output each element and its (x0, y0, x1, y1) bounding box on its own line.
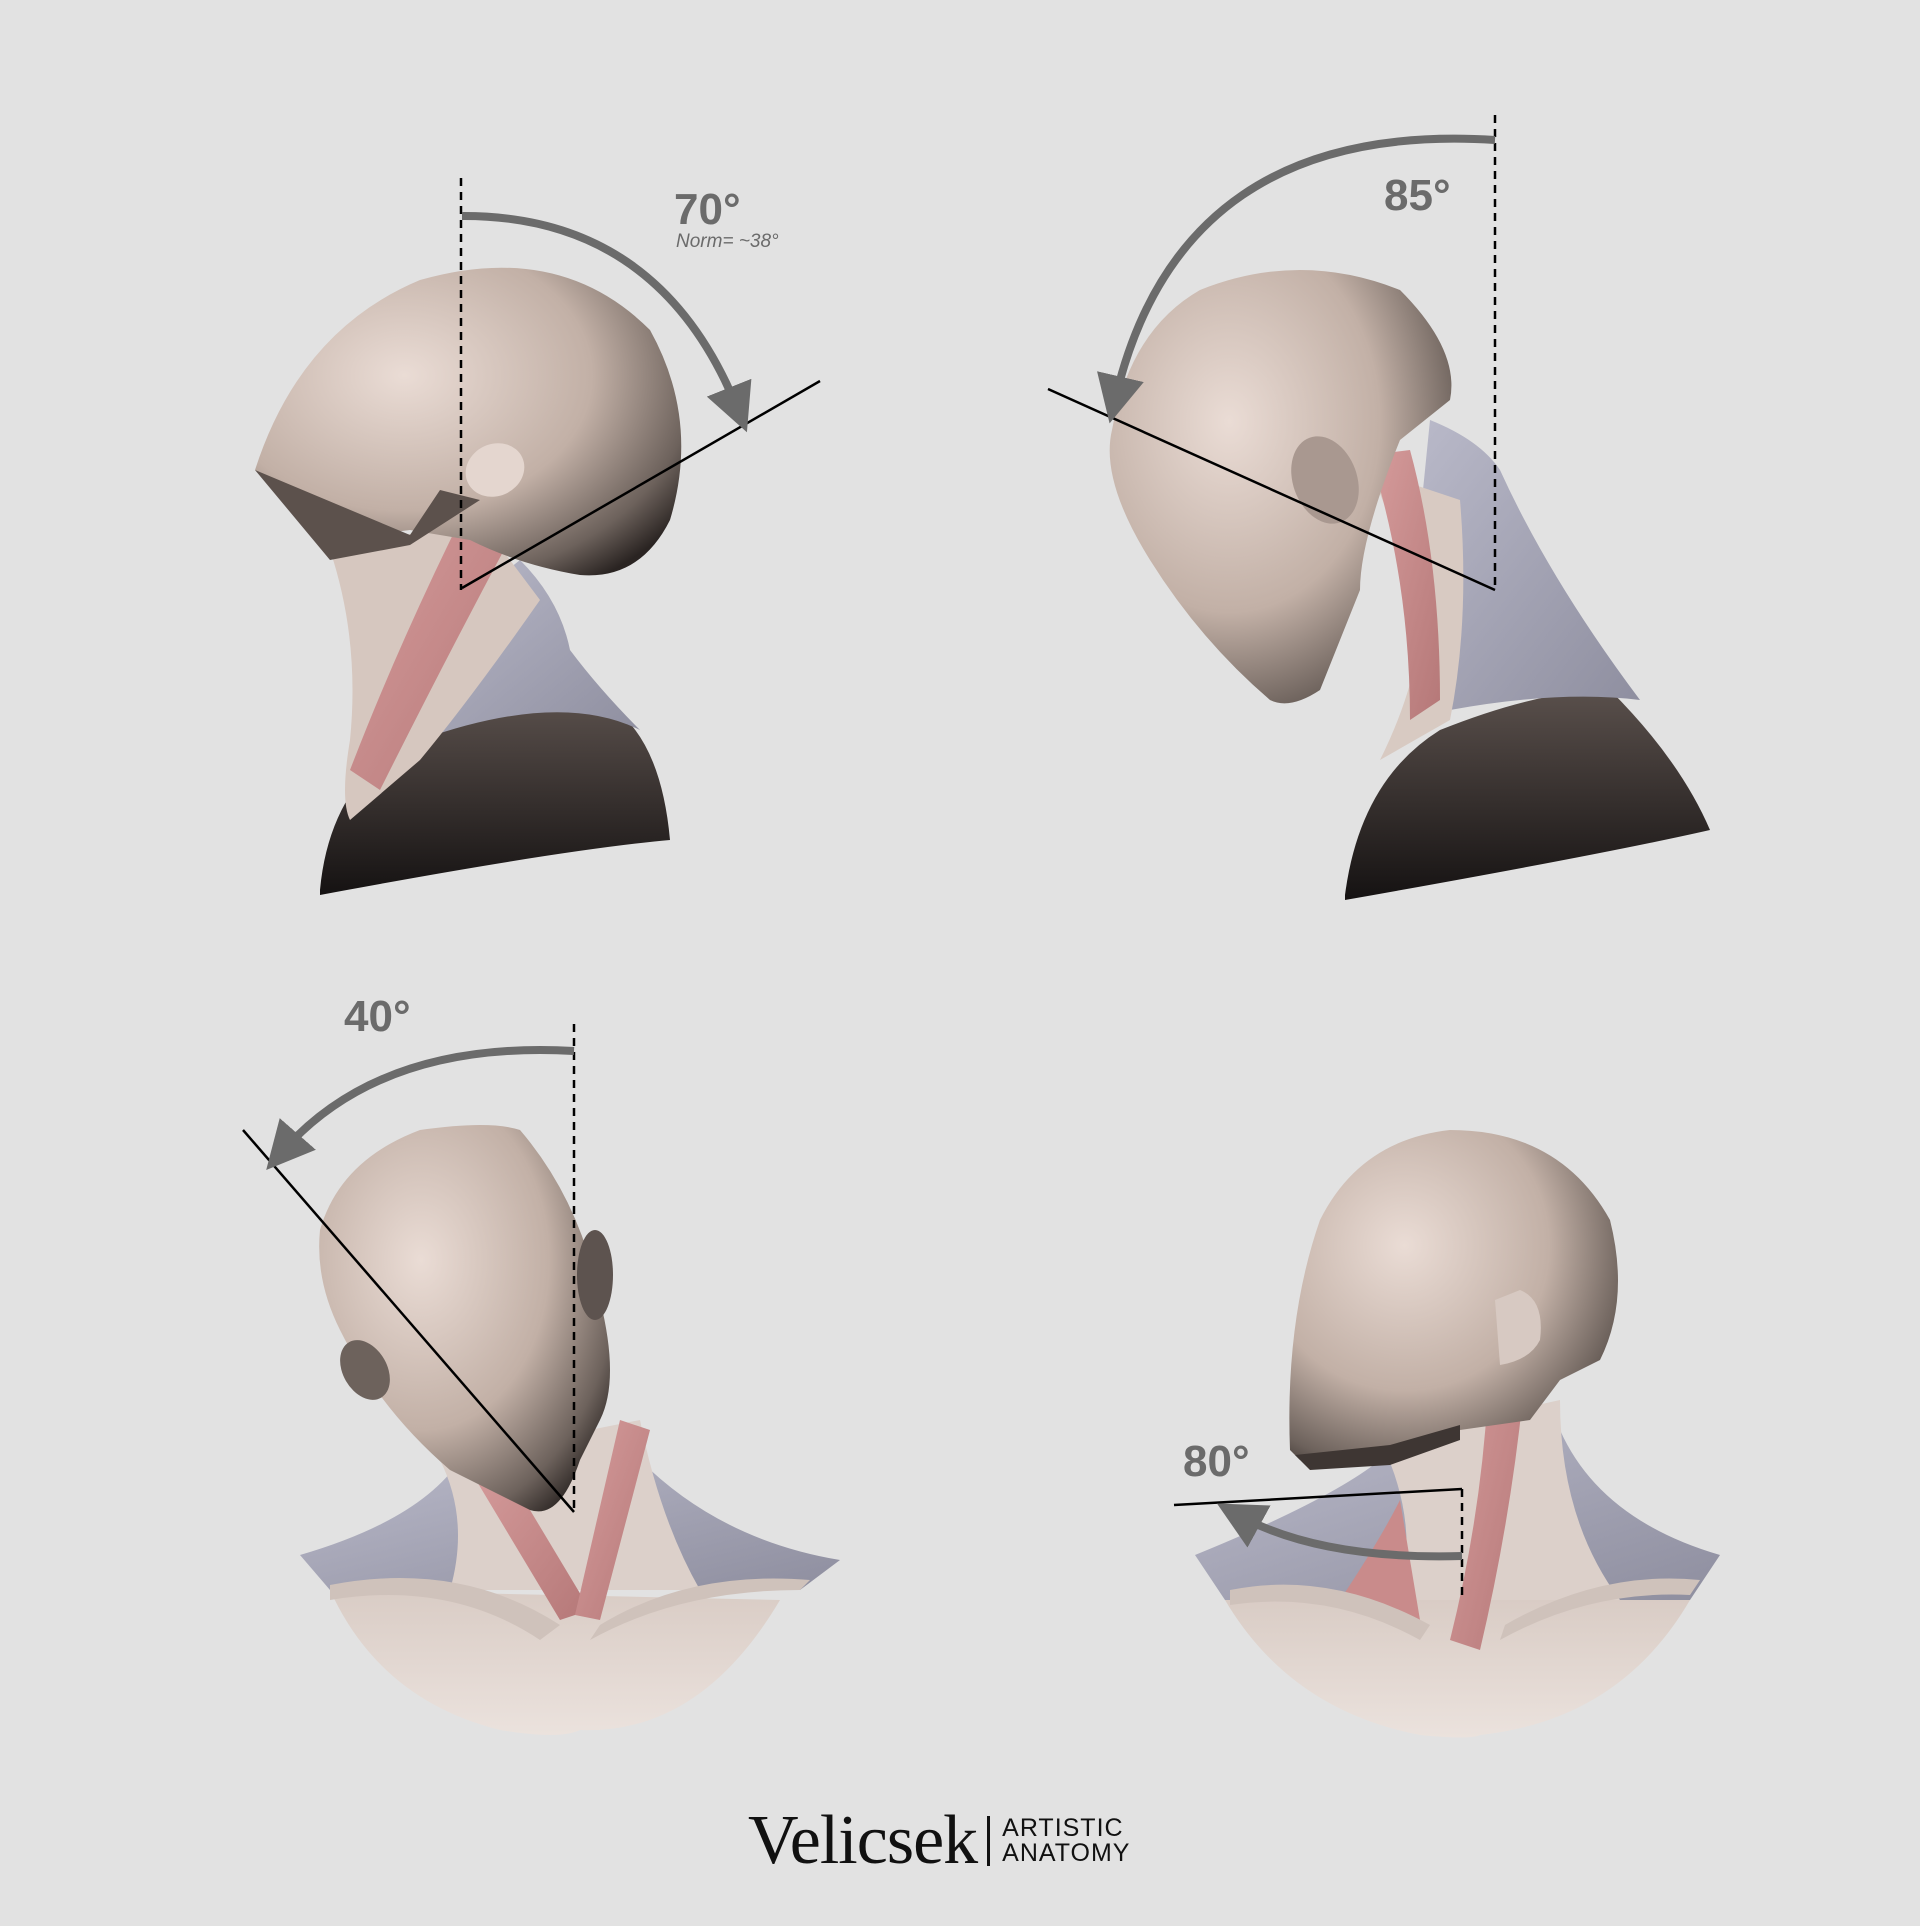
scm-muscle (575, 1420, 650, 1620)
clavicle-shape (590, 1578, 810, 1640)
scm-muscle (470, 1460, 590, 1620)
angle-label-lateral-flexion: 40° (344, 992, 411, 1041)
scm-muscle (350, 500, 520, 790)
head-axis-line (242, 1129, 575, 1513)
figure-neck-rotation (1195, 1130, 1720, 1738)
clavicle-shape (1230, 1584, 1430, 1640)
face-plane (255, 470, 480, 560)
ear-shape (340, 1340, 390, 1400)
ear-shape (1495, 1290, 1541, 1365)
angle-label-extension: 70° (674, 185, 741, 234)
skull-shape (1109, 270, 1452, 704)
brand-subtitle: ARTISTIC ANATOMY (1002, 1816, 1130, 1866)
rotation-arrow (1097, 134, 1496, 424)
angle-guides-rotation (1173, 1487, 1464, 1595)
chest-shape (330, 1590, 780, 1735)
brand-name: Velicsek (748, 1802, 978, 1879)
angle-guides-extension (459, 178, 821, 590)
ear-shape (1291, 436, 1359, 524)
clavicle-shape (1500, 1578, 1700, 1640)
skull-shape (1289, 1130, 1618, 1460)
clavicle-shape (330, 1578, 560, 1640)
ear-shape (465, 443, 525, 497)
brand-subtitle-line1: ARTISTIC (1002, 1814, 1124, 1842)
skull-shape (319, 1125, 610, 1512)
norm-note-extension: Norm= ~38° (676, 231, 779, 252)
rotation-arrow (461, 211, 752, 433)
angle-label-flexion: 85° (1384, 171, 1451, 220)
shoulder-shape (1345, 690, 1710, 900)
ear-shape (577, 1230, 613, 1320)
brand-subtitle-line2: ANATOMY (1002, 1839, 1131, 1867)
chest-shape (1225, 1600, 1690, 1738)
head-axis-line (461, 379, 821, 590)
scm-muscle (1370, 450, 1440, 720)
head-axis-line (1173, 1487, 1463, 1507)
jaw-plane (1295, 1425, 1460, 1470)
muscle-shape (1340, 1500, 1420, 1620)
trapezius-shape (1420, 420, 1640, 710)
angle-guides-flexion (1047, 115, 1497, 592)
figure-neck-lateral-flexion (300, 1125, 840, 1735)
skull-shape (255, 267, 682, 576)
angle-label-rotation: 80° (1183, 1437, 1250, 1486)
figure-neck-extension (255, 267, 682, 895)
angle-guides-lateral-flexion (242, 1024, 576, 1513)
logo-divider (987, 1816, 991, 1866)
brand-logo: Velicsek ARTISTIC ANATOMY (748, 1806, 1130, 1876)
rotation-arrow (266, 1046, 575, 1171)
figure-neck-flexion (1109, 270, 1710, 900)
rotation-arrow (1216, 1503, 1463, 1561)
